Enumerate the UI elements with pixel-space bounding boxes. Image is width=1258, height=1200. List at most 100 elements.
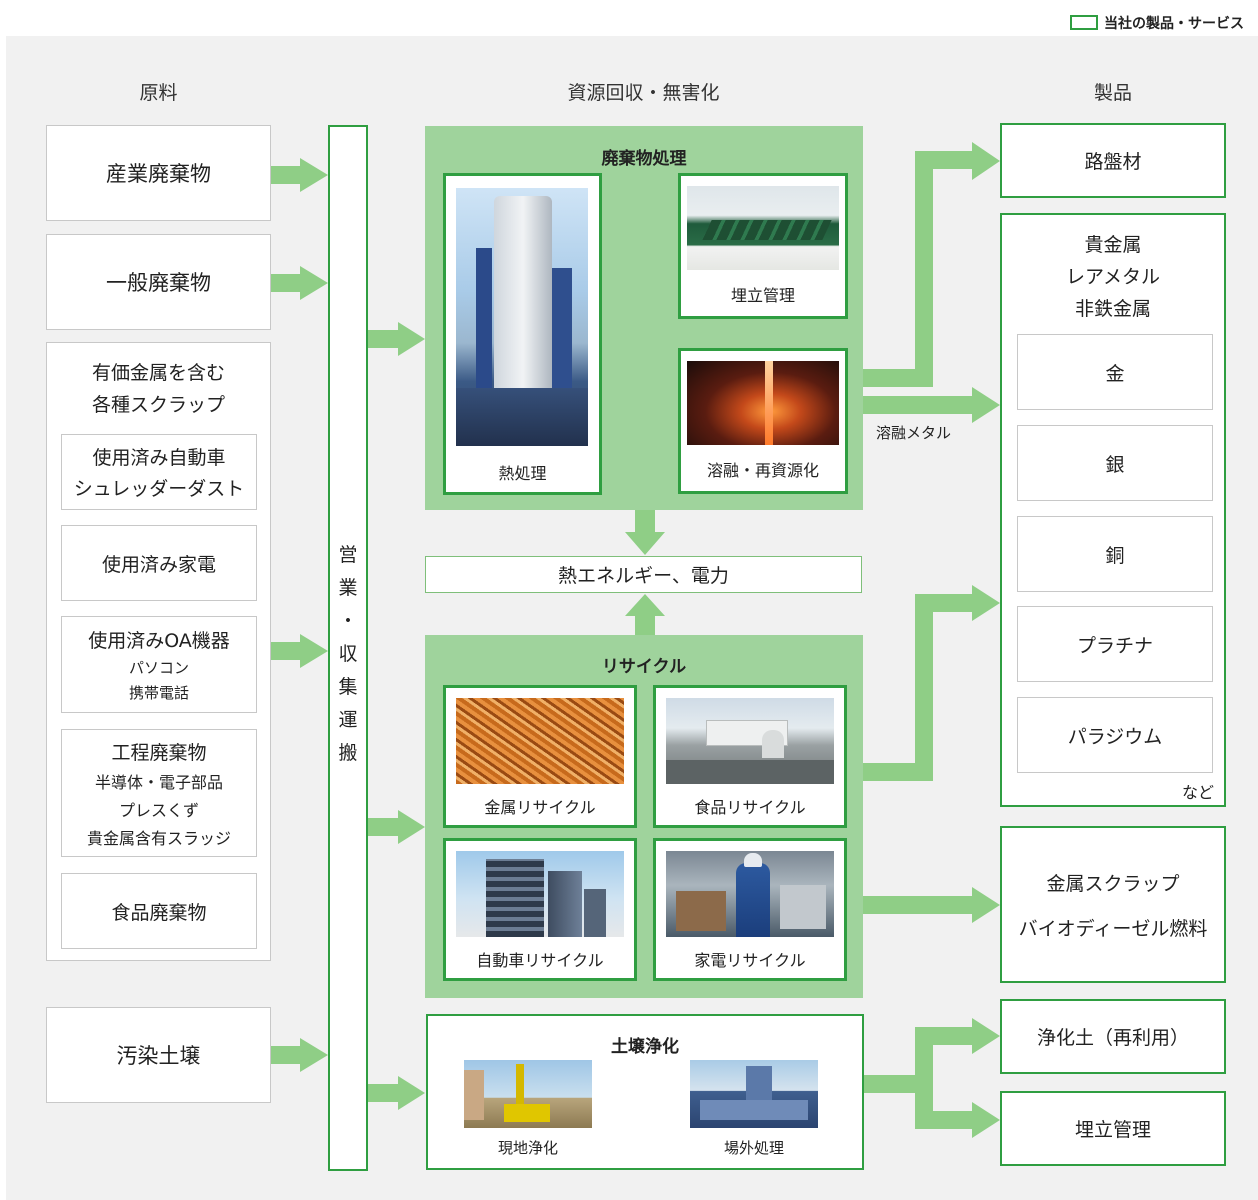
product-clean-soil: 浄化土（再利用）: [1000, 999, 1226, 1074]
car-recycle-card: 自動車リサイクル: [443, 838, 637, 981]
landfill-card: 埋立管理: [678, 173, 848, 319]
raw-scrap-title-line1: 有価金属を含む: [91, 362, 225, 384]
raw-scrap-title-line2: 各種スクラップ: [91, 394, 225, 416]
raw-scrap-process-line2: 半導体・電子部品: [94, 772, 223, 792]
product-metals-etc: など: [1181, 783, 1214, 802]
collection-char: ・: [338, 610, 358, 632]
raw-contaminated-soil: 汚染土壌: [46, 1007, 271, 1103]
food-recycle-label: 食品リサイクル: [694, 798, 806, 817]
raw-industrial-waste: 産業廃棄物: [46, 125, 271, 221]
collection-char: 営: [338, 544, 358, 566]
appliance-recycle-label: 家電リサイクル: [694, 951, 806, 970]
product-scrap-fuel-line2: バイオディーゼル燃料: [1018, 917, 1208, 940]
appliance-recycle-photo: [666, 851, 834, 937]
raw-general-waste-label: 一般廃棄物: [106, 271, 211, 295]
product-clean-soil-label: 浄化土（再利用）: [1036, 1027, 1189, 1049]
product-metals: 貴金属 レアメタル 非鉄金属 金 銀 銅 プラチナ パラジウム など: [1000, 213, 1226, 807]
product-metal-copper: 銅: [1017, 516, 1213, 592]
soil-title: 土壌浄化: [611, 1037, 679, 1057]
food-recycle-card: 食品リサイクル: [653, 685, 847, 828]
smelting-card: 溶融・再資源化: [678, 348, 848, 494]
raw-scrap-appliance: 使用済み家電: [61, 525, 257, 601]
product-metal-silver: 銀: [1017, 425, 1213, 501]
product-roadbed-label: 路盤材: [1084, 151, 1142, 173]
metal-recycle-photo: [456, 698, 624, 784]
recycle-panel: リサイクル 金属リサイクル 食品リサイクル 自動車リサイクル 家電リサイクル: [425, 635, 863, 998]
raw-scrap-title: 有価金属を含む 各種スクラップ: [47, 357, 270, 421]
product-landfill-label: 埋立管理: [1074, 1119, 1151, 1141]
heat-treatment-card: 熱処理: [443, 173, 602, 495]
column-title-process: 資源回収・無害化: [567, 82, 720, 104]
product-scrap-fuel-line1: 金属スクラップ: [1046, 872, 1180, 895]
car-recycle-label: 自動車リサイクル: [476, 951, 604, 970]
collection-char: 集: [338, 676, 358, 698]
product-metals-header: 貴金属 レアメタル 非鉄金属: [1002, 229, 1224, 325]
collection-bar: 営 業 ・ 収 集 運 搬: [328, 125, 368, 1171]
product-metal-gold-label: 金: [1105, 362, 1125, 385]
collection-char: 収: [338, 643, 358, 665]
product-metal-gold: 金: [1017, 334, 1213, 410]
product-metal-copper-label: 銅: [1105, 544, 1125, 567]
product-metal-platinum-label: プラチナ: [1076, 634, 1153, 657]
collection-char: 搬: [338, 742, 358, 764]
soil-onsite-photo: [464, 1060, 592, 1128]
soil-offsite-label: 場外処理: [723, 1139, 784, 1157]
product-metal-silver-label: 銀: [1105, 453, 1125, 476]
car-recycle-photo: [456, 851, 624, 937]
raw-scrap-process-line4: 貴金属含有スラッジ: [86, 828, 231, 848]
product-metal-palladium: パラジウム: [1017, 697, 1213, 773]
energy-label: 熱エネルギー、電力: [558, 565, 729, 587]
product-metals-header-line: 非鉄金属: [1074, 298, 1151, 320]
product-metals-header-line: 貴金属: [1084, 234, 1142, 256]
heat-treatment-photo: [456, 188, 588, 446]
raw-industrial-waste-label: 産業廃棄物: [106, 162, 211, 186]
column-title-products: 製品: [1093, 82, 1132, 104]
soil-panel: 土壌浄化 現地浄化 場外処理: [426, 1014, 864, 1170]
legend: 当社の製品・サービス: [1068, 13, 1258, 33]
raw-scrap-oa-line2: パソコン: [128, 659, 189, 677]
landfill-label: 埋立管理: [730, 286, 795, 305]
energy-box: 熱エネルギー、電力: [425, 556, 862, 593]
raw-scrap-process-waste: 工程廃棄物 半導体・電子部品 プレスくず 貴金属含有スラッジ: [61, 729, 257, 857]
heat-treatment-label: 熱処理: [498, 464, 547, 483]
column-title-raw: 原料: [139, 82, 178, 104]
raw-scrap-oa-line1: 使用済みOA機器: [88, 630, 230, 652]
raw-general-waste: 一般廃棄物: [46, 234, 271, 330]
raw-scrap-appliance-label: 使用済み家電: [101, 553, 216, 576]
raw-scrap-car-line2: シュレッダーダスト: [73, 478, 245, 500]
metal-recycle-label: 金属リサイクル: [484, 798, 596, 817]
metal-recycle-card: 金属リサイクル: [443, 685, 637, 828]
collection-text: 営 業 ・ 収 集 運 搬: [330, 539, 366, 770]
appliance-recycle-card: 家電リサイクル: [653, 838, 847, 981]
product-metal-platinum: プラチナ: [1017, 606, 1213, 682]
raw-scrap-oa-line3: 携帯電話: [128, 684, 189, 702]
molten-metal-label: 溶融メタル: [876, 424, 952, 442]
soil-onsite-label: 現地浄化: [497, 1139, 558, 1157]
product-metal-palladium-label: パラジウム: [1067, 725, 1163, 748]
raw-scrap-oa: 使用済みOA機器 パソコン 携帯電話: [61, 616, 257, 713]
raw-scrap-food-waste-label: 食品廃棄物: [111, 901, 207, 924]
collection-char: 運: [338, 709, 358, 731]
soil-offsite-photo: [690, 1060, 818, 1128]
raw-scrap-car: 使用済み自動車 シュレッダーダスト: [61, 434, 257, 510]
product-scrap-fuel: 金属スクラップ バイオディーゼル燃料: [1000, 826, 1226, 983]
raw-scrap-food-waste: 食品廃棄物: [61, 873, 257, 949]
food-recycle-photo: [666, 698, 834, 784]
landfill-photo: [687, 186, 839, 270]
legend-swatch: [1070, 15, 1098, 30]
product-metals-header-line: レアメタル: [1065, 266, 1161, 288]
raw-scrap-car-line1: 使用済み自動車: [92, 447, 226, 469]
product-landfill: 埋立管理: [1000, 1091, 1226, 1166]
smelting-photo: [687, 361, 839, 445]
collection-char: 業: [338, 577, 358, 599]
legend-label: 当社の製品・サービス: [1104, 16, 1244, 32]
raw-scrap-group: 有価金属を含む 各種スクラップ 使用済み自動車 シュレッダーダスト 使用済み家電…: [46, 342, 271, 961]
recycle-title: リサイクル: [601, 657, 687, 677]
product-roadbed: 路盤材: [1000, 123, 1226, 198]
raw-scrap-process-line3: プレスくず: [118, 800, 199, 820]
smelting-label: 溶融・再資源化: [706, 461, 819, 480]
waste-treatment-title: 廃棄物処理: [601, 149, 687, 169]
raw-contaminated-soil-label: 汚染土壌: [116, 1044, 201, 1068]
raw-scrap-process-line1: 工程廃棄物: [111, 741, 207, 764]
